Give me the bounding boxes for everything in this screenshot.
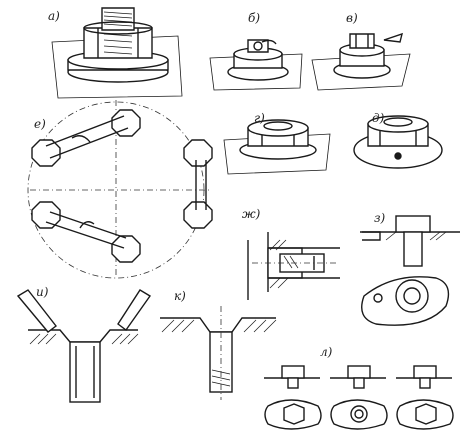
label-a: а) xyxy=(48,9,60,23)
label-e: е) xyxy=(34,117,46,131)
label-k: к) xyxy=(174,289,186,303)
label-g: г) xyxy=(254,111,265,125)
figure-l-washer-variants xyxy=(264,365,454,430)
figure-e-wire-locking xyxy=(27,100,213,279)
figure-zh-set-screw-section xyxy=(247,232,340,300)
label-v: в) xyxy=(346,11,358,25)
label-zh: ж) xyxy=(242,207,261,221)
label-d: д) xyxy=(372,111,385,125)
figure-b-nut-with-washer xyxy=(209,39,303,91)
figure-i-countersunk-punch xyxy=(16,289,152,403)
figure-z-lock-plate xyxy=(360,215,460,326)
label-b: б) xyxy=(248,11,260,25)
figure-v-slotted-nut xyxy=(311,32,411,91)
figure-g-tab-washer xyxy=(223,119,331,175)
figure-a-castle-nut xyxy=(51,7,183,99)
figure-l-variant-2 xyxy=(330,365,388,430)
figure-l-variant-3 xyxy=(396,365,454,430)
label-z: з) xyxy=(374,211,386,225)
label-i: и) xyxy=(36,285,49,299)
label-l: л) xyxy=(320,345,333,359)
figure-d-lock-washer xyxy=(353,115,443,169)
figure-l-variant-1 xyxy=(264,365,322,430)
figure-k-countersunk-section xyxy=(160,306,277,400)
